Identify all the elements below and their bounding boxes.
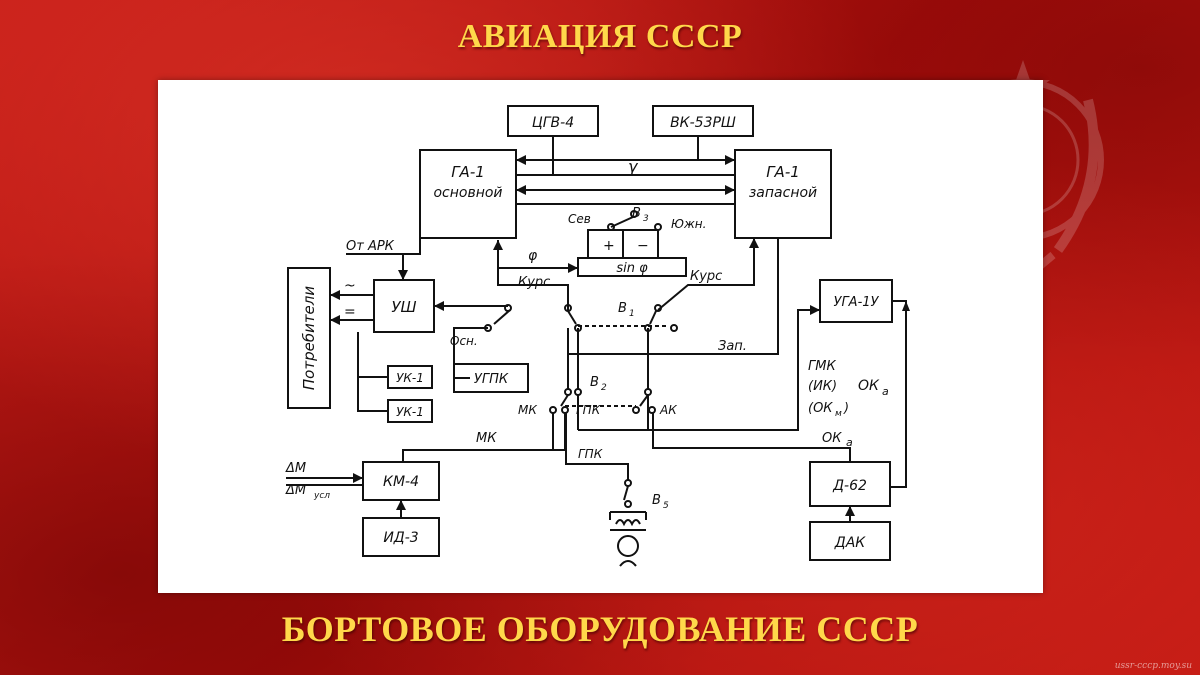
label-okm: (ОК xyxy=(808,401,833,416)
label-zap: Зап. xyxy=(718,339,747,354)
label-gmk: ГМК xyxy=(808,359,836,374)
diagram-panel: ЦГВ-4 ВК-53РШ ГА-1 основной ГА-1 запасно… xyxy=(158,80,1043,593)
label-oka-top-sub: а xyxy=(882,385,889,398)
label-ga1-main: ГА-1 xyxy=(451,163,485,181)
footer-title: БОРТОВОЕ ОБОРУДОВАНИЕ СССР xyxy=(281,609,919,649)
label-dm-usl-sub: усл xyxy=(313,491,330,501)
label-b2: В xyxy=(590,375,599,390)
label-kurs-right: Курс xyxy=(690,269,722,284)
label-b1-sub: 1 xyxy=(629,309,635,319)
label-kurs-left: Курс xyxy=(518,275,550,290)
label-ak-switch: АК xyxy=(659,403,677,417)
box-ga1-spare xyxy=(734,149,832,239)
label-okm-close: ) xyxy=(843,401,849,416)
label-gamma: γ xyxy=(628,157,639,176)
label-mk-line: МК xyxy=(476,431,497,446)
box-vk53rsh xyxy=(652,105,754,137)
label-tsgv4: ЦГВ-4 xyxy=(532,115,574,131)
schematic-diagram: ЦГВ-4 ВК-53РШ ГА-1 основной ГА-1 запасно… xyxy=(285,105,910,567)
label-dak: ДАК xyxy=(834,535,867,551)
label-okm-sub: м xyxy=(835,409,842,419)
label-km4: КМ-4 xyxy=(383,474,419,490)
box-ugpk xyxy=(453,363,529,393)
label-ush: УШ xyxy=(391,298,416,316)
label-b3-sub: 3 xyxy=(643,214,649,224)
label-uga1u: УГА-1У xyxy=(834,295,880,310)
label-plus: + xyxy=(603,238,615,254)
label-mk-switch: МК xyxy=(518,403,537,417)
label-osn: Осн. xyxy=(450,334,478,348)
label-uk1-b: УК-1 xyxy=(396,405,424,419)
page-title: АВИАЦИЯ СССР xyxy=(457,18,743,55)
label-gpk-line: ГПК xyxy=(578,447,603,461)
label-id3: ИД-3 xyxy=(383,530,418,546)
label-ot-ark: От АРК xyxy=(346,239,395,254)
label-oka-mid: ОК xyxy=(822,431,842,446)
label-equals: = xyxy=(344,304,356,320)
label-b1: В xyxy=(618,301,627,316)
label-vk53rsh: ВК-53РШ xyxy=(670,115,736,131)
label-sin-phi: sin φ xyxy=(616,261,648,276)
label-ga1-spare-sub: запасной xyxy=(749,185,817,201)
label-yuzh: Южн. xyxy=(671,217,706,231)
label-d62: Д-62 xyxy=(832,478,867,494)
label-sev: Сев xyxy=(568,212,591,226)
label-ugpk: УГПК xyxy=(474,372,509,387)
label-ga1-main-sub: основной xyxy=(433,185,502,201)
box-ga1-main xyxy=(419,149,517,239)
label-dm: ΔМ xyxy=(285,461,306,476)
label-ik: (ИК) xyxy=(808,379,837,394)
box-consumers xyxy=(287,267,331,409)
label-uk1-a: УК-1 xyxy=(396,371,424,385)
label-b5-sub: 5 xyxy=(663,501,669,511)
label-oka-mid-sub: а xyxy=(846,436,853,449)
label-phi: φ xyxy=(528,248,538,264)
label-tilde: ~ xyxy=(344,278,356,294)
label-dm-usl: ΔМ xyxy=(285,483,306,498)
label-consumers: Потребители xyxy=(300,286,318,390)
label-b2-sub: 2 xyxy=(601,383,607,393)
label-ga1-spare: ГА-1 xyxy=(766,163,800,181)
site-watermark: ussr-cccp.moy.su xyxy=(1114,661,1192,671)
label-oka-top: ОК xyxy=(858,378,880,394)
label-minus: − xyxy=(637,238,649,254)
label-b5: В xyxy=(652,493,661,508)
